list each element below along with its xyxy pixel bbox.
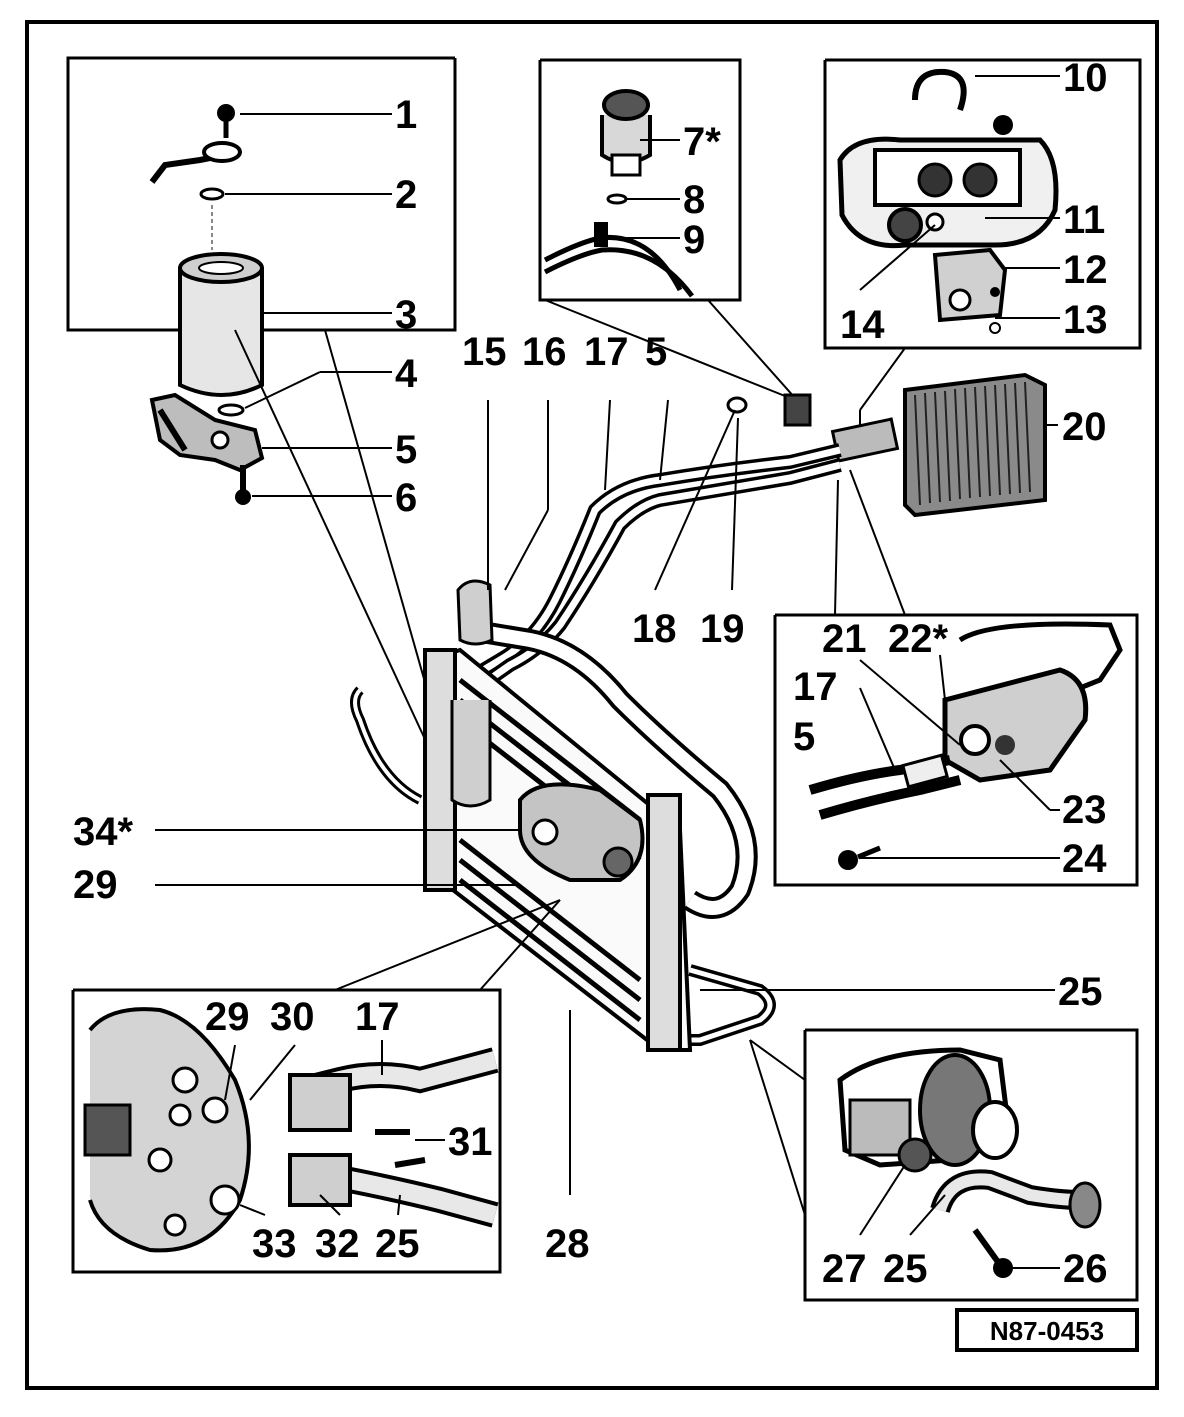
inset-condenser-connection: [803, 1028, 1139, 1302]
callout-5: 5: [395, 428, 417, 472]
callout-7: 7*: [683, 120, 721, 164]
bolt-icon: [235, 489, 251, 505]
inset-receiver-drier: [66, 56, 457, 751]
reference-box: N87-0453: [955, 1308, 1139, 1352]
callout-5-inset: 5: [793, 715, 815, 759]
callout-5-line: 5: [645, 330, 667, 374]
callout-16: 16: [522, 330, 567, 374]
callout-34: 34*: [73, 810, 133, 854]
callout-15: 15: [462, 330, 507, 374]
receiver-drier-cylinder: [178, 268, 264, 397]
callout-31: 31: [448, 1120, 493, 1164]
inset-evaporator-connection: [773, 613, 1139, 887]
callout-25: 25: [1058, 970, 1103, 1014]
inset-compressor-connection: [71, 988, 502, 1274]
callout-14: 14: [840, 303, 885, 347]
callout-25-condenser: 25: [883, 1247, 928, 1291]
expansion-valve-block: [932, 247, 1008, 323]
receiver-fitting-block: [149, 392, 265, 473]
callout-26: 26: [1063, 1247, 1108, 1291]
expansion-valve-housing: [942, 667, 1089, 783]
o-ring-icon: [199, 187, 225, 201]
callout-29: 29: [73, 863, 118, 907]
line-pressure-switch: [456, 393, 812, 646]
callout-28: 28: [545, 1222, 590, 1266]
compressor-head: [88, 1007, 251, 1253]
bolt-icon: [838, 850, 858, 870]
callout-8: 8: [683, 178, 705, 222]
inset-pressure-switch: [538, 58, 796, 399]
callout-4: 4: [395, 352, 418, 396]
callout-32: 32: [315, 1222, 360, 1266]
outer-frame: [25, 20, 1159, 1390]
callout-21: 21: [822, 617, 867, 661]
callout-9: 9: [683, 218, 705, 262]
o-ring-icon: [606, 193, 628, 205]
callout-29-inset: 29: [205, 995, 250, 1039]
bolt-icon: [217, 104, 235, 122]
callout-1: 1: [395, 93, 417, 137]
callout-17: 17: [584, 330, 629, 374]
callout-12: 12: [1063, 248, 1108, 292]
callout-25-compressor: 25: [375, 1222, 420, 1266]
callout-30: 30: [270, 995, 315, 1039]
callout-27: 27: [822, 1247, 867, 1291]
callout-3: 3: [395, 293, 417, 337]
callout-18: 18: [632, 607, 677, 651]
callout-19: 19: [700, 607, 745, 651]
callout-17-inset: 17: [793, 665, 838, 709]
callout-6: 6: [395, 476, 417, 520]
evaporator-core: [830, 372, 1058, 518]
reference-number: N87-0453: [990, 1316, 1104, 1346]
callout-10: 10: [1063, 56, 1108, 100]
callout-24: 24: [1062, 837, 1107, 881]
callout-17-compressor: 17: [355, 995, 400, 1039]
callout-2: 2: [395, 173, 417, 217]
bolt-icon: [993, 1258, 1013, 1278]
callout-11: 11: [1063, 198, 1105, 242]
callout-33: 33: [252, 1222, 297, 1266]
callout-13: 13: [1063, 298, 1108, 342]
inset-expansion-valve: [823, 58, 1142, 430]
compressor: [518, 782, 645, 882]
callout-labels: 1 2 3 4 5 6 7* 8 9 10 11 12 13 14 15 16 …: [73, 56, 1108, 1291]
callout-23: 23: [1062, 788, 1107, 832]
callout-20: 20: [1062, 405, 1107, 449]
callout-22: 22*: [888, 617, 948, 661]
